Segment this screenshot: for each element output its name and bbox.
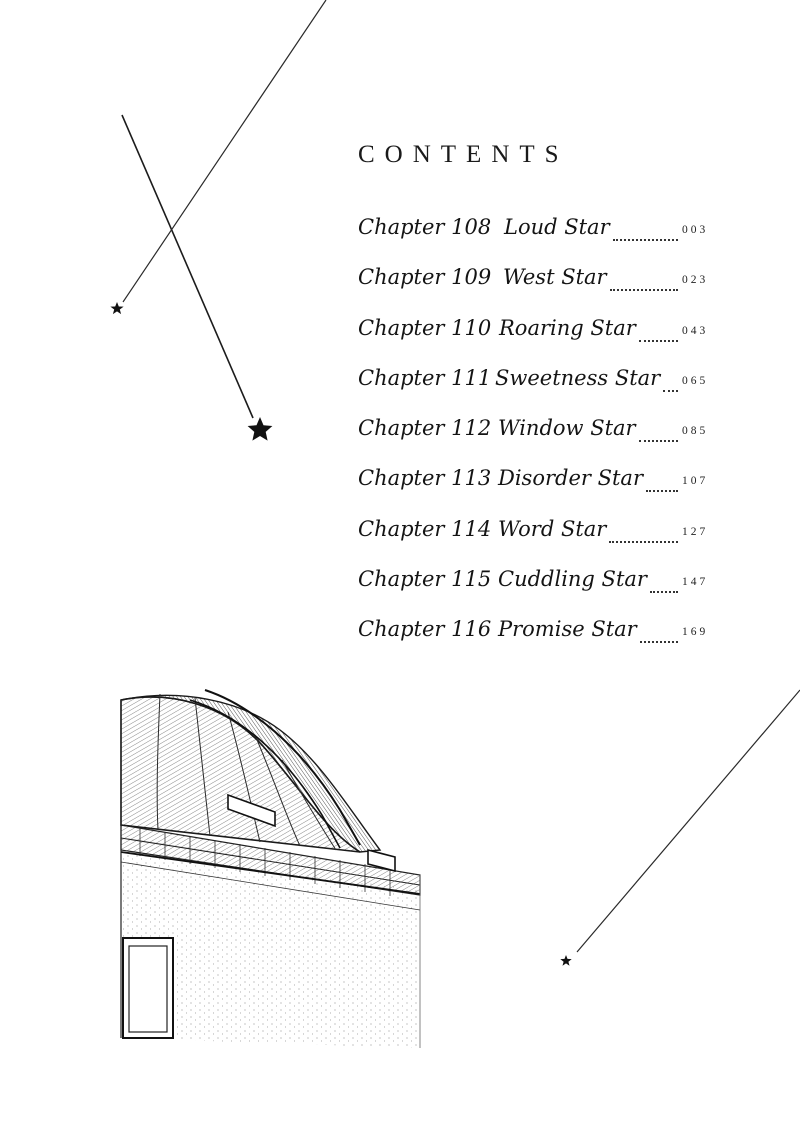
page-number: 003: [682, 224, 709, 236]
chapter-number: Chapter 110: [358, 315, 492, 340]
contents-heading: CONTENTS: [358, 141, 569, 168]
shooting-star-trail-left-short: [122, 0, 327, 303]
page-number: 043: [682, 324, 709, 337]
dot-leader: [639, 420, 678, 443]
chapter-number: Chapter 113: [358, 466, 492, 491]
chapter-number: Chapter 114: [358, 516, 492, 541]
chapter-title: Roaring Star: [499, 315, 636, 340]
dot-leader: [609, 521, 678, 543]
chapter-number: Chapter 108: [358, 215, 492, 239]
chapter-title: Sweetness Star: [495, 365, 661, 390]
chapter-number: Chapter 112: [358, 416, 492, 441]
chapter-title: Loud Star: [504, 215, 610, 239]
page-number: 023: [682, 274, 709, 287]
dot-leader: [613, 219, 678, 241]
page-number: 169: [682, 626, 709, 639]
star-icon-large: [247, 417, 273, 441]
chapter-number: Chapter 109: [358, 265, 492, 290]
chapter-title: West Star: [503, 265, 607, 290]
shooting-star-trail-left-long: [121, 114, 254, 419]
chapter-number: Chapter 115: [358, 567, 492, 592]
chapter-title: Word Star: [498, 516, 607, 541]
star-icon-small-left: [110, 302, 124, 315]
chapter-number: Chapter 116: [358, 617, 492, 642]
toc-entry[interactable]: Chapter 109 West Star 023: [358, 260, 758, 310]
page-number: 085: [682, 425, 709, 438]
dot-leader: [610, 269, 678, 292]
chapter-title: Window Star: [498, 416, 636, 441]
chapter-title: Promise Star: [498, 617, 637, 642]
chapter-title: Cuddling Star: [498, 567, 647, 592]
dot-leader: [639, 320, 678, 342]
toc-entry[interactable]: Chapter 110 Roaring Star 043: [358, 311, 758, 361]
dot-leader: [650, 571, 678, 594]
chapter-number: Chapter 111: [358, 365, 492, 390]
page-number: 065: [682, 374, 709, 387]
dot-leader: [646, 470, 678, 493]
dot-leader: [663, 370, 678, 392]
page-number: 127: [682, 525, 709, 538]
shooting-star-trail-right: [576, 689, 800, 953]
chapter-title: Disorder Star: [498, 466, 643, 491]
dot-leader: [640, 621, 678, 644]
star-icon-small-right: [560, 955, 572, 966]
observatory-illustration: [120, 689, 421, 1048]
page-number: 107: [682, 475, 709, 488]
page-number: 147: [682, 576, 709, 589]
toc-entry[interactable]: Chapter 108 Loud Star 003: [358, 210, 758, 260]
